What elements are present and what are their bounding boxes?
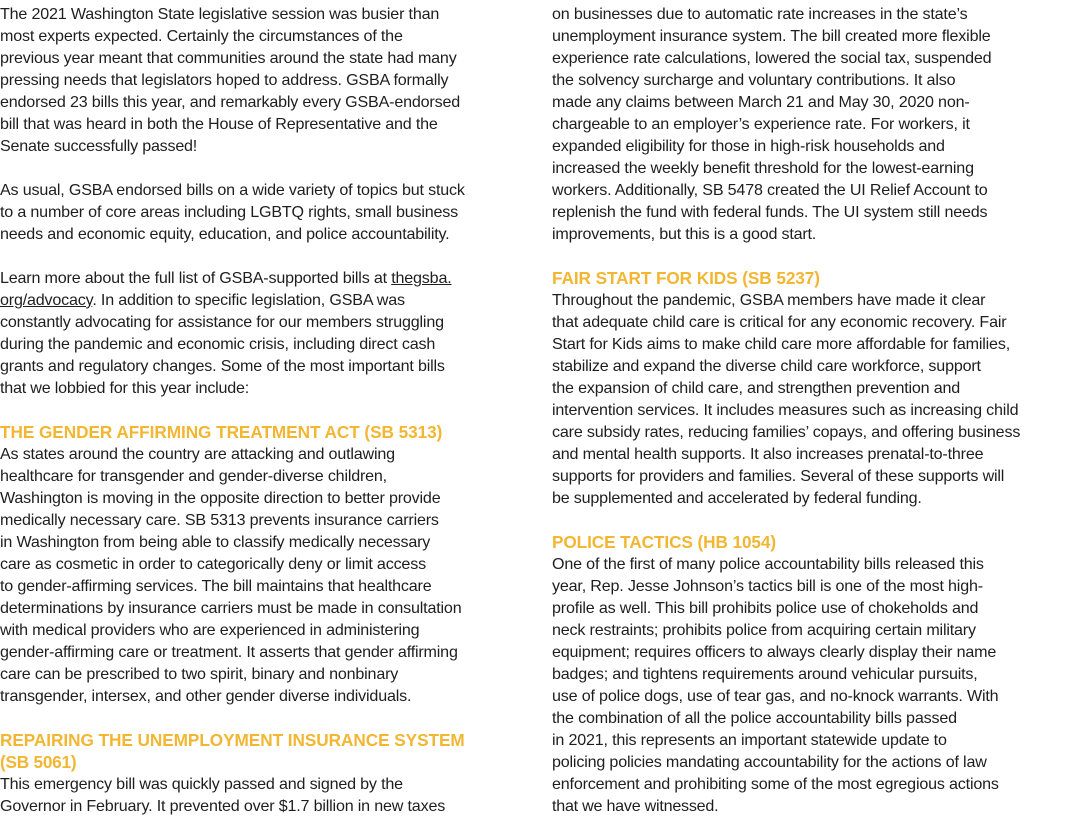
text-line: care subsidy rates, reducing families’ c… bbox=[552, 423, 1021, 441]
text-line: Throughout the pandemic, GSBA members ha… bbox=[552, 291, 986, 309]
text-line: profile as well. This bill prohibits pol… bbox=[552, 599, 979, 617]
text-line: endorsed 23 bills this year, and remarka… bbox=[0, 93, 460, 111]
police-tactics-heading: POLICE TACTICS (HB 1054) bbox=[552, 532, 777, 552]
unemployment-insurance-heading-line-1: REPAIRING THE UNEMPLOYMENT INSURANCE SYS… bbox=[0, 730, 465, 750]
learn-suffix: . In addition to specific legislation, G… bbox=[92, 291, 405, 309]
text-line: One of the first of many police accounta… bbox=[552, 555, 984, 573]
text-line: in Washington from being able to classif… bbox=[0, 533, 431, 551]
text-line: As states around the country are attacki… bbox=[0, 445, 395, 463]
learn-prefix: Learn more about the full list of GSBA-s… bbox=[0, 269, 392, 287]
advocacy-link-part-2[interactable]: org/advocacy bbox=[0, 291, 93, 309]
text-line: previous year meant that communities aro… bbox=[0, 49, 457, 67]
text-line: determinations by insurance carriers mus… bbox=[0, 599, 462, 617]
text-line: year, Rep. Jesse Johnson’s tactics bill … bbox=[552, 577, 983, 595]
text-line: increased the weekly benefit threshold f… bbox=[552, 159, 974, 177]
text-line: during the pandemic and economic crisis,… bbox=[0, 335, 436, 353]
text-line: Learn more about the full list of GSBA-s… bbox=[0, 267, 532, 289]
right-column: on businesses due to automatic rate incr… bbox=[552, 3, 1080, 817]
text-line: with medical providers who are experienc… bbox=[0, 621, 420, 639]
text-line: most experts expected. Certainly the cir… bbox=[0, 27, 403, 45]
text-line: intervention services. It includes measu… bbox=[552, 401, 1019, 419]
text-line: on businesses due to automatic rate incr… bbox=[552, 5, 968, 23]
unemployment-insurance-paragraph: This emergency bill was quickly passed a… bbox=[0, 773, 532, 817]
text-line: Senate successfully passed! bbox=[0, 137, 198, 155]
text-line: gender-affirming care or treatment. It a… bbox=[0, 643, 458, 661]
text-line: expanded eligibility for those in high-r… bbox=[552, 137, 945, 155]
text-line: grants and regulatory changes. Some of t… bbox=[0, 357, 445, 375]
text-line: care can be prescribed to two spirit, bi… bbox=[0, 665, 399, 683]
fair-start-heading: FAIR START FOR KIDS (SB 5237) bbox=[552, 268, 820, 288]
text-line: stabilize and expand the diverse child c… bbox=[552, 357, 981, 375]
text-line: Governor in February. It prevented over … bbox=[0, 797, 446, 815]
text-line: to a number of core areas including LGBT… bbox=[0, 203, 459, 221]
text-line: unemployment insurance system. The bill … bbox=[552, 27, 991, 45]
text-line: policing policies mandating accountabili… bbox=[552, 753, 987, 771]
text-line: that adequate child care is critical for… bbox=[552, 313, 1007, 331]
text-line: needs and economic equity, education, an… bbox=[0, 225, 450, 243]
text-line: replenish the fund with federal funds. T… bbox=[552, 203, 988, 221]
text-line: chargeable to an employer’s experience r… bbox=[552, 115, 970, 133]
text-line: enforcement and prohibiting some of the … bbox=[552, 775, 999, 793]
text-line: As usual, GSBA endorsed bills on a wide … bbox=[0, 181, 465, 199]
text-line: improvements, but this is a good start. bbox=[552, 225, 817, 243]
text-line: constantly advocating for assistance for… bbox=[0, 313, 444, 331]
text-line: to gender-affirming services. The bill m… bbox=[0, 577, 432, 595]
text-line: experience rate calculations, lowered th… bbox=[552, 49, 992, 67]
text-line: Start for Kids aims to make child care m… bbox=[552, 335, 1010, 353]
text-line: transgender, intersex, and other gender … bbox=[0, 687, 412, 705]
gender-affirming-heading: THE GENDER AFFIRMING TREATMENT ACT (SB 5… bbox=[0, 422, 443, 442]
intro-paragraph: The 2021 Washington State legislative se… bbox=[0, 3, 532, 157]
text-line: use of police dogs, use of tear gas, and… bbox=[552, 687, 999, 705]
text-line: the combination of all the police accoun… bbox=[552, 709, 957, 727]
unemployment-insurance-paragraph-continued: on businesses due to automatic rate incr… bbox=[552, 3, 1080, 245]
text-line: and mental health supports. It also incr… bbox=[552, 445, 984, 463]
text-line: org/advocacy. In addition to specific le… bbox=[0, 289, 532, 311]
text-line: the solvency surcharge and voluntary con… bbox=[552, 71, 956, 89]
text-line: medically necessary care. SB 5313 preven… bbox=[0, 511, 439, 529]
text-line: bill that was heard in both the House of… bbox=[0, 115, 438, 133]
text-line: made any claims between March 21 and May… bbox=[552, 93, 970, 111]
text-line: equipment; requires officers to always c… bbox=[552, 643, 997, 661]
text-line: This emergency bill was quickly passed a… bbox=[0, 775, 403, 793]
text-line: the expansion of child care, and strengt… bbox=[552, 379, 961, 397]
usual-paragraph: As usual, GSBA endorsed bills on a wide … bbox=[0, 179, 532, 245]
text-line: badges; and tightens requirements around… bbox=[552, 665, 978, 683]
gender-affirming-paragraph: As states around the country are attacki… bbox=[0, 443, 532, 707]
text-line: Washington is moving in the opposite dir… bbox=[0, 489, 441, 507]
fair-start-paragraph: Throughout the pandemic, GSBA members ha… bbox=[552, 289, 1080, 509]
text-line: pressing needs that legislators hoped to… bbox=[0, 71, 449, 89]
text-line: be supplemented and accelerated by feder… bbox=[552, 489, 922, 507]
text-line: that we lobbied for this year include: bbox=[0, 379, 250, 397]
text-line: The 2021 Washington State legislative se… bbox=[0, 5, 440, 23]
text-line: care as cosmetic in order to categorical… bbox=[0, 555, 426, 573]
police-tactics-paragraph: One of the first of many police accounta… bbox=[552, 553, 1080, 817]
learn-more-paragraph: Learn more about the full list of GSBA-s… bbox=[0, 267, 532, 399]
text-line: workers. Additionally, SB 5478 created t… bbox=[552, 181, 988, 199]
advocacy-link-part-1[interactable]: thegsba. bbox=[391, 269, 452, 287]
unemployment-insurance-heading-line-2: (SB 5061) bbox=[0, 752, 77, 772]
text-line: supports for providers and families. Sev… bbox=[552, 467, 1005, 485]
text-line: neck restraints; prohibits police from a… bbox=[552, 621, 976, 639]
text-line: that we have witnessed. bbox=[552, 797, 719, 815]
text-line: healthcare for transgender and gender-di… bbox=[0, 467, 387, 485]
text-line: in 2021, this represents an important st… bbox=[552, 731, 947, 749]
left-column: The 2021 Washington State legislative se… bbox=[0, 3, 532, 817]
